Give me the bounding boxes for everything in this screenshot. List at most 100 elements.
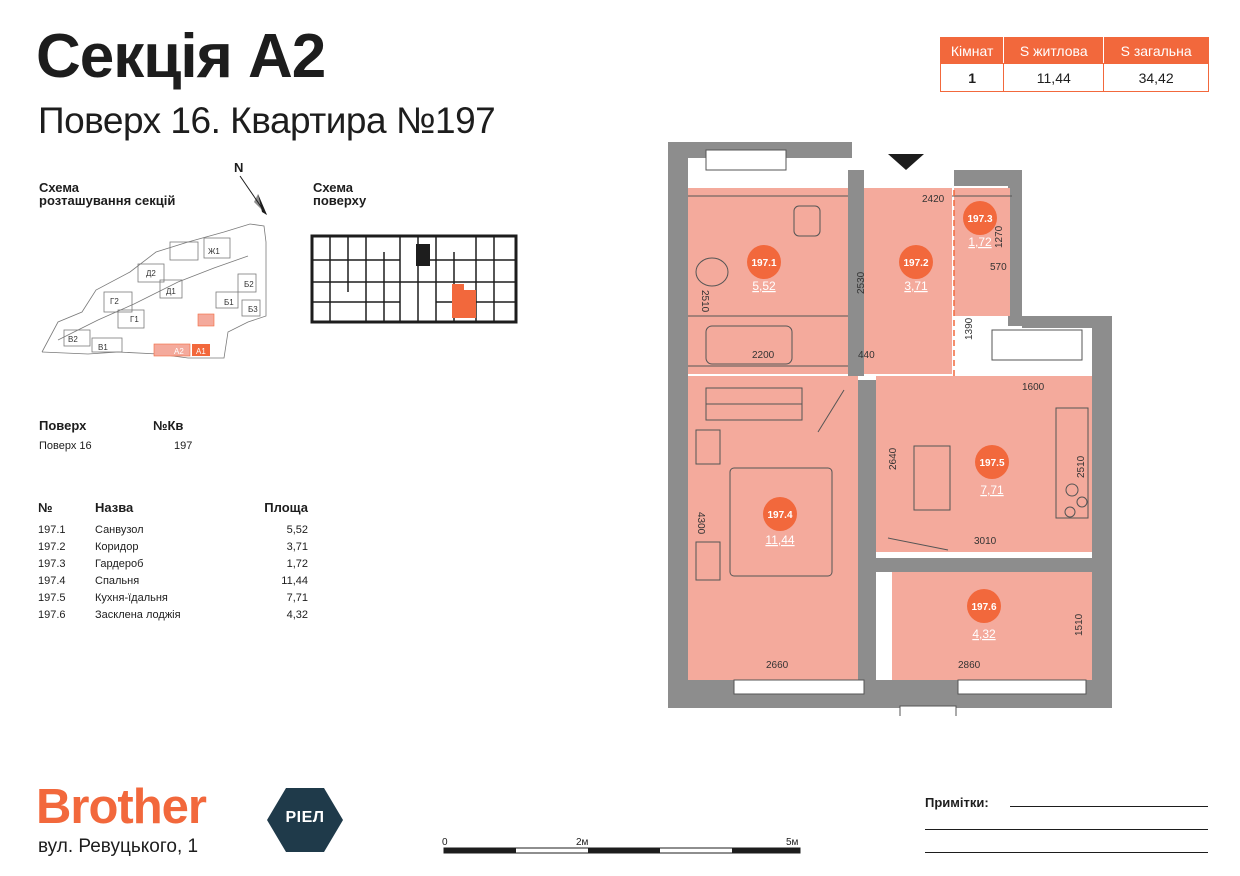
rooms-header-number: №: [38, 500, 53, 515]
rooms-header-area: Площа: [264, 500, 308, 515]
room-name: Засклена лоджія: [95, 609, 181, 621]
notes-line: [925, 852, 1208, 853]
room-marker-id: 197.4: [767, 510, 792, 521]
north-label: N: [234, 160, 244, 175]
scale-label-0: 0: [442, 837, 448, 848]
block-label-v2: В2: [68, 335, 78, 344]
apartment-number-header: №Кв: [153, 418, 184, 433]
floor-value: Поверх 16: [39, 440, 92, 452]
room-marker-197-2: 197.2 3,71: [899, 245, 933, 293]
room-number: 197.5: [38, 592, 66, 604]
summary-header-rooms: Кімнат: [939, 37, 1005, 64]
room-name: Кухня-їдальня: [95, 592, 168, 604]
room-marker-area: 11,44: [765, 533, 794, 547]
block-label-g2: Г2: [110, 297, 119, 306]
dimension-label: 2530: [856, 271, 867, 294]
apartment-floor-plan: 2420 1270 570 2510 2530 1390 2200 440 16…: [668, 142, 1112, 716]
room-marker-id: 197.1: [751, 258, 776, 269]
room-number: 197.3: [38, 558, 66, 570]
room-area: 4,32: [286, 609, 308, 621]
block-label-g1: Г1: [130, 315, 139, 324]
room-marker-197-4: 197.4 11,44: [763, 497, 797, 547]
sections-site-scheme: Ж1 Д2 Д1 Г2 Г1 В2 В1 Б1 Б2 Б3 А2 А1: [41, 223, 267, 359]
block-label-b1: Б1: [224, 298, 234, 307]
summary-living-area-value: 11,44: [1003, 63, 1105, 92]
block-label-d2: Д2: [146, 269, 156, 278]
room-area: 1,72: [286, 558, 308, 570]
summary-rooms-value: 1: [939, 63, 1005, 92]
brand-badge-text: РІЕЛ: [285, 809, 325, 826]
rooms-table-header: № Назва Площа: [38, 500, 308, 524]
room-marker-id: 197.2: [903, 258, 928, 269]
room-number: 197.2: [38, 541, 66, 553]
dimension-label: 2510: [1076, 455, 1087, 478]
block-label-zh1: Ж1: [208, 247, 220, 256]
floor-scheme-label-line2: поверху: [313, 193, 367, 208]
brand-badge-icon: [267, 788, 343, 852]
block-label-d1: Д1: [166, 287, 176, 296]
notes-line: [925, 829, 1208, 830]
rooms-header-name: Назва: [95, 500, 134, 515]
dimension-label: 1390: [964, 317, 975, 340]
room-name: Коридор: [95, 541, 139, 553]
table-row: 197.3 Гардероб 1,72: [38, 558, 308, 575]
room-marker-id: 197.6: [971, 602, 996, 613]
dimension-label: 440: [858, 350, 875, 361]
room-marker-197-5: 197.5 7,71: [975, 445, 1009, 497]
room-area: 7,71: [286, 592, 308, 604]
room-marker-197-6: 197.6 4,32: [967, 589, 1001, 641]
room-area: 5,52: [286, 524, 308, 536]
room-marker-id: 197.5: [979, 458, 1004, 469]
room-marker-area: 5,52: [752, 279, 776, 293]
block-label-b2: Б2: [244, 280, 254, 289]
room-name: Гардероб: [95, 558, 144, 570]
summary-header-total-area: S загальна: [1103, 37, 1209, 64]
room-number: 197.4: [38, 575, 66, 587]
floor-scheme: [310, 234, 518, 324]
dimension-label: 2860: [958, 660, 981, 671]
block-label-a2: А2: [174, 347, 184, 356]
scale-label-5m: 5м: [786, 837, 799, 848]
room-area: 11,44: [281, 575, 308, 587]
address: вул. Ревуцького, 1: [38, 836, 199, 857]
scale-bar: 0 2м 5м: [442, 837, 801, 854]
dimension-label: 2420: [922, 194, 945, 205]
table-row: 197.6 Засклена лоджія 4,32: [38, 609, 308, 626]
room-marker-id: 197.3: [967, 214, 992, 225]
table-row: 197.2 Коридор 3,71: [38, 541, 308, 558]
room-marker-area: 3,71: [904, 279, 928, 293]
block-label-v1: В1: [98, 343, 108, 352]
room-number: 197.6: [38, 609, 66, 621]
dimension-label: 2660: [766, 660, 789, 671]
dimension-label: 1270: [994, 225, 1005, 248]
summary-total-area-value: 34,42: [1103, 63, 1209, 92]
room-marker-area: 7,71: [980, 483, 1004, 497]
room-marker-197-3: 197.3 1,72: [963, 201, 997, 249]
dimension-label: 3010: [974, 536, 997, 547]
floor-scheme-label-line1: Схема: [313, 180, 354, 195]
block-label-a1: А1: [196, 347, 206, 356]
table-row: 197.5 Кухня-їдальня 7,71: [38, 592, 308, 609]
dimension-label: 1510: [1074, 613, 1085, 636]
rooms-table: № Назва Площа 197.1 Санвузол 5,52 197.2 …: [38, 500, 308, 626]
apartment-number-value: 197: [174, 440, 193, 452]
page-subtitle: Поверх 16. Квартира №197: [38, 100, 496, 141]
room-area: 3,71: [286, 541, 308, 553]
dimension-label: 4300: [695, 512, 706, 535]
table-row: 197.1 Санвузол 5,52: [38, 524, 308, 541]
north-arrow-icon: [239, 175, 267, 215]
dimension-label: 570: [990, 262, 1007, 273]
room-marker-area: 4,32: [972, 627, 996, 641]
page-title: Секція А2: [36, 22, 326, 91]
summary-table: Кімнат S житлова S загальна 1 11,44 34,4…: [939, 37, 1209, 92]
notes-line: [1010, 806, 1208, 807]
room-number: 197.1: [38, 524, 66, 536]
room-name: Санвузол: [95, 524, 144, 536]
sections-scheme-label-line1: Схема: [39, 180, 80, 195]
summary-header-living-area: S житлова: [1003, 37, 1105, 64]
dimension-label: 2510: [699, 290, 710, 313]
dimension-label: 2200: [752, 350, 775, 361]
brand-logo: Brother: [36, 780, 207, 834]
room-name: Спальня: [95, 575, 140, 587]
dimension-label: 2640: [888, 447, 899, 470]
